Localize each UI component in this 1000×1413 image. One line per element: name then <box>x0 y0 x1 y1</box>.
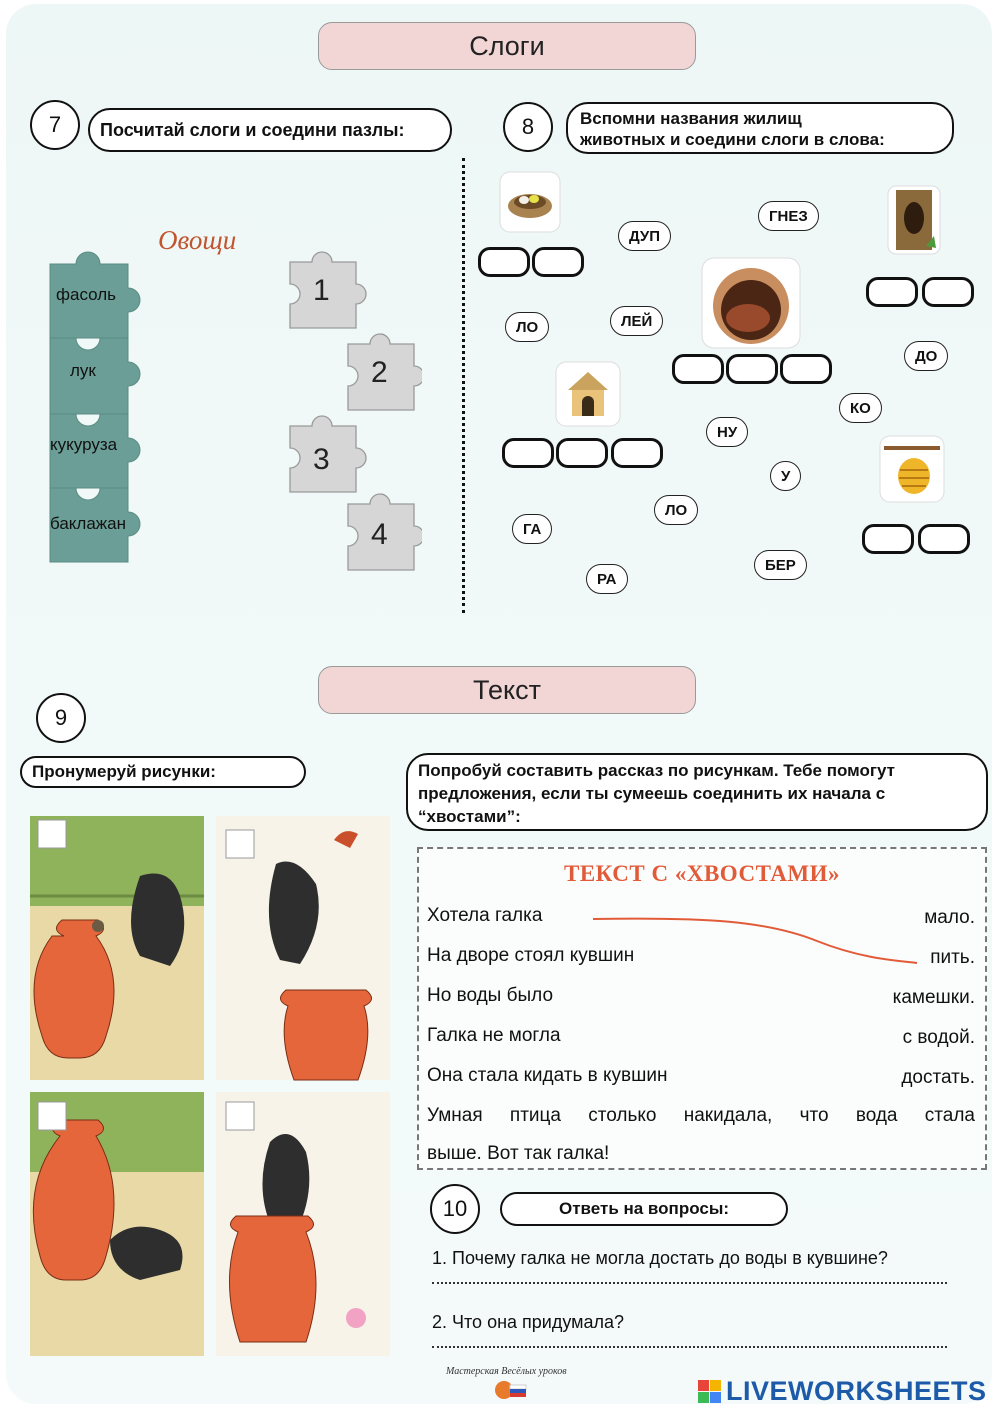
beehive-icon <box>879 435 945 503</box>
puzzle-number[interactable]: 1 <box>313 274 330 307</box>
task-number-9: 9 <box>36 693 86 743</box>
answer-box[interactable] <box>780 354 832 384</box>
syllable-chip[interactable]: РА <box>586 564 628 594</box>
syllable-chip[interactable]: ГНЕЗ <box>758 201 819 231</box>
answer-box[interactable] <box>862 524 914 554</box>
sentence-start[interactable]: Но воды было <box>427 985 554 1006</box>
answer-box[interactable] <box>918 524 970 554</box>
liveworksheets-logo-icon <box>698 1380 721 1403</box>
sentence-tail[interactable]: камешки. <box>892 987 975 1008</box>
vegetable-label: баклажан <box>50 514 127 533</box>
syllable-chip[interactable]: ЛО <box>505 312 550 342</box>
sentence-tail[interactable]: с водой. <box>902 1027 975 1048</box>
number-puzzle-pieces <box>289 251 422 571</box>
task9-instruction: Пронумеруй рисунки: <box>20 756 306 788</box>
task10-instruction: Ответь на вопросы: <box>500 1192 788 1226</box>
task-number-8: 8 <box>503 102 553 152</box>
column-divider <box>462 158 465 613</box>
syllable-chip[interactable]: НУ <box>706 417 749 447</box>
section-title-text: Текст <box>318 666 696 714</box>
sentence-start[interactable]: Хотела галка <box>427 905 543 926</box>
story-picture-1 <box>30 816 204 1080</box>
closing-sentence: Умная птица столько накидала, что вода с… <box>427 1105 975 1126</box>
story-instruction-line: Попробуй составить рассказ по рисункам. … <box>418 761 895 780</box>
story-instruction: Попробуй составить рассказ по рисункам. … <box>406 753 988 831</box>
task-number-7: 7 <box>30 100 80 150</box>
task-number-10: 10 <box>430 1184 480 1234</box>
syllable-chip[interactable]: КО <box>839 393 882 423</box>
workshop-logo: Мастерская Весёлых уроков <box>446 1366 574 1406</box>
vegetable-label: кукуруза <box>50 435 118 454</box>
sentence-tail[interactable]: пить. <box>930 947 975 968</box>
answer-box[interactable] <box>556 438 608 468</box>
task8-instruction: Вспомни названия жилищ животных и соедин… <box>566 102 954 154</box>
sentence-start[interactable]: Галка не могла <box>427 1025 561 1046</box>
connecting-line <box>592 917 918 964</box>
den-icon <box>701 257 801 349</box>
story-pictures-grid <box>30 816 390 1356</box>
sentence-start[interactable]: На дворе стоял кувшин <box>427 945 635 966</box>
syllable-chip[interactable]: ДО <box>904 341 949 371</box>
vegetable-label: фасоль <box>56 285 116 304</box>
answer-box[interactable] <box>672 354 724 384</box>
answer-box[interactable] <box>726 354 778 384</box>
sentence-box-title: ТЕКСТ С «ХВОСТАМИ» <box>564 861 840 886</box>
answer-box[interactable] <box>922 277 974 307</box>
tree-hollow-icon <box>887 185 941 255</box>
story-picture-3 <box>30 1092 204 1356</box>
syllable-chip[interactable]: ГА <box>512 514 553 544</box>
puzzle-piece-1 <box>289 251 367 329</box>
answer-box[interactable] <box>502 438 554 468</box>
closing-sentence: выше. Вот так галка! <box>427 1143 610 1164</box>
nest-icon <box>499 171 561 233</box>
answer-box[interactable] <box>532 247 584 277</box>
syllable-chip[interactable]: У <box>770 461 802 491</box>
task7-instruction: Посчитай слоги и соедини пазлы: <box>88 108 452 152</box>
answer-line-1[interactable] <box>432 1282 947 1284</box>
syllable-chip[interactable]: БЕР <box>754 550 807 580</box>
puzzle-number[interactable]: 2 <box>371 356 388 389</box>
answer-box[interactable] <box>478 247 530 277</box>
category-title: Овощи <box>158 225 237 255</box>
puzzle-piece-4 <box>347 493 422 571</box>
puzzle-piece-2 <box>347 333 422 411</box>
sentence-start[interactable]: Она стала кидать в кувшин <box>427 1065 668 1086</box>
syllable-chip[interactable]: ЛО <box>654 495 699 525</box>
story-picture-4 <box>216 1092 390 1356</box>
syllable-chip[interactable]: ДУП <box>618 221 671 251</box>
story-instruction-line: предложения, если ты сумеешь соединить и… <box>418 784 886 803</box>
story-picture-2 <box>216 816 390 1081</box>
answer-box[interactable] <box>866 277 918 307</box>
task8-instruction-line: Вспомни названия жилищ <box>580 109 802 128</box>
syllable-chip[interactable]: ЛЕЙ <box>610 306 664 336</box>
doghouse-icon <box>555 361 621 427</box>
puzzle-number[interactable]: 3 <box>313 443 330 476</box>
question-2: 2. Что она придумала? <box>432 1312 625 1332</box>
puzzle-number[interactable]: 4 <box>371 518 388 551</box>
sentence-tail[interactable]: достать. <box>901 1067 975 1088</box>
answer-box[interactable] <box>611 438 663 468</box>
answer-line-2[interactable] <box>432 1346 947 1348</box>
vegetable-label: лук <box>70 361 96 380</box>
task8-instruction-line: животных и соедини слоги в слова: <box>580 130 885 149</box>
sentence-matching-box: ТЕКСТ С «ХВОСТАМИ» Хотела галка На дворе… <box>417 847 987 1170</box>
vegetable-puzzle-column <box>49 251 141 563</box>
workshop-logo-emblem <box>495 1381 527 1399</box>
question-1: 1. Почему галка не могла достать до воды… <box>432 1248 888 1268</box>
section-title-syllables: Слоги <box>318 22 696 70</box>
liveworksheets-brand[interactable]: LIVEWORKSHEETS <box>726 1376 987 1406</box>
puzzle-piece-3 <box>289 415 367 493</box>
sentence-tail[interactable]: мало. <box>924 907 975 928</box>
workshop-logo-text: Мастерская Весёлых уроков <box>446 1366 567 1377</box>
story-instruction-line: “хвостами”: <box>418 807 521 826</box>
